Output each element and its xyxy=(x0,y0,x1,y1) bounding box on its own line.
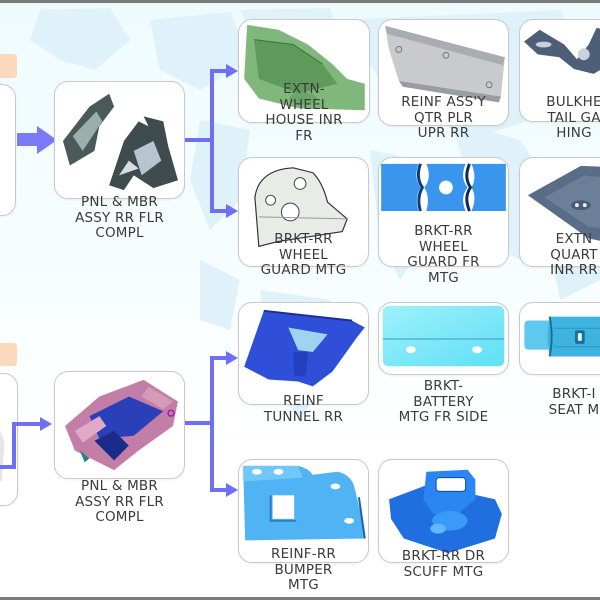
branch-to-row1-lower xyxy=(210,356,228,360)
branch-to-row2-upper xyxy=(210,209,228,213)
assembly-label-lower: PNL & MBR ASSY RR FLR COMPL xyxy=(75,478,164,525)
part-card[interactable] xyxy=(519,157,600,267)
part-label: BRKT- BATTERY MTG FR SIDE xyxy=(398,378,489,425)
part-label: REINF-RR BUMPER MTG xyxy=(271,546,336,593)
source-to-assembly-arrow-upper xyxy=(17,133,39,146)
blue-tunnel-reinforcement-thumbnail xyxy=(244,309,365,387)
assembly-card-lower[interactable] xyxy=(54,371,185,479)
part-label: EXTN- WHEEL HOUSE INR FR xyxy=(265,81,343,144)
source-vehicle-card-upper[interactable] xyxy=(0,84,16,216)
lightblue-bumper-reinforcement-thumbnail xyxy=(243,465,366,541)
part-label: BRKT-RR DR SCUFF MTG xyxy=(401,548,486,580)
blue-wheel-guard-bracket-thumbnail xyxy=(381,163,506,212)
branch-to-row1-upper xyxy=(210,69,228,73)
assembly-label-upper: PNL & MBR ASSY RR FLR COMPL xyxy=(75,194,164,241)
assembly-card-upper[interactable] xyxy=(54,81,185,199)
part-card[interactable] xyxy=(378,302,509,375)
group-badge-lower xyxy=(0,343,17,366)
part-label: BULKHE TAIL GA HING xyxy=(546,94,600,141)
part-label: BRKT-RR WHEEL GUARD MTG xyxy=(260,231,347,278)
top-border xyxy=(0,0,600,3)
dark-quarter-extension-thumbnail xyxy=(527,165,600,241)
part-card[interactable] xyxy=(519,19,600,122)
part-card[interactable] xyxy=(378,157,509,267)
green-wheelhouse-extension-thumbnail xyxy=(244,24,365,111)
white-wheel-guard-bracket-thumbnail xyxy=(254,167,348,248)
branch-line-upper xyxy=(210,69,214,213)
part-label: REINF ASS'Y QTR PLR UPR RR xyxy=(401,94,486,141)
assembly-connector-upper xyxy=(185,138,213,142)
part-card[interactable] xyxy=(238,302,369,405)
rear-floor-panel-colored-thumbnail xyxy=(65,379,178,471)
part-label: EXTN QUART INR RR xyxy=(550,231,598,278)
source-connector-lower-vertical xyxy=(12,422,16,469)
arrowhead-row1-lower xyxy=(226,351,238,365)
part-label: REINF TUNNEL RR xyxy=(263,393,344,425)
source-to-assembly-arrowhead-upper xyxy=(37,126,57,154)
part-label: BRKT-I SEAT M xyxy=(548,386,600,418)
group-badge-upper xyxy=(0,54,17,78)
grey-pillar-reinforcement-thumbnail xyxy=(385,25,505,103)
arrowhead-row1-upper xyxy=(226,64,238,78)
branch-to-row2-lower xyxy=(210,488,228,492)
part-label: BRKT-RR WHEEL GUARD FR MTG xyxy=(407,223,480,286)
arrowhead-row2-upper xyxy=(226,204,238,218)
cyan-battery-bracket-thumbnail xyxy=(382,305,505,367)
part-card[interactable] xyxy=(519,302,600,375)
assembly-connector-lower xyxy=(185,421,213,425)
source-arrowhead-lower xyxy=(40,417,52,431)
bottom-border xyxy=(0,597,600,600)
arrowhead-row2-lower xyxy=(226,483,238,497)
part-card[interactable] xyxy=(238,19,370,123)
part-card[interactable] xyxy=(378,459,509,563)
dark-bulkhead-bracket-thumbnail xyxy=(523,27,600,74)
cyan-seat-bracket-thumbnail xyxy=(524,316,600,357)
branch-line-lower xyxy=(210,356,214,491)
source-connector-lower-horizontal xyxy=(0,465,16,469)
rear-floor-side-members-thumbnail xyxy=(62,93,178,191)
part-card[interactable] xyxy=(238,459,369,563)
source-connector-lower-to-assembly xyxy=(12,422,42,426)
vehicle-rear-highlight-thumbnail xyxy=(0,85,15,215)
blue-scuff-bracket-thumbnail xyxy=(389,469,502,554)
part-card[interactable] xyxy=(238,157,369,267)
part-card[interactable] xyxy=(378,19,509,126)
